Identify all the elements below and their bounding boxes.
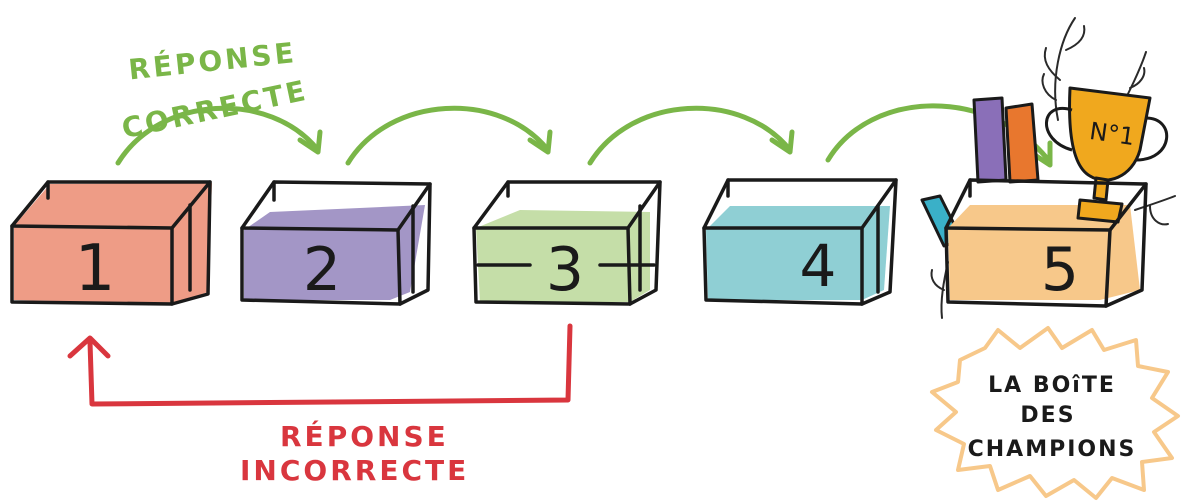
champions-line2: DES bbox=[1020, 403, 1075, 428]
book-orange bbox=[1006, 104, 1038, 182]
box-5-number: 5 bbox=[1041, 235, 1079, 305]
incorrect-label-line1: RÉPONSE bbox=[280, 419, 449, 453]
champions-line1: LA BOîTE bbox=[988, 373, 1116, 398]
box-1-number: 1 bbox=[75, 232, 116, 306]
arrow-2-to-3 bbox=[348, 108, 548, 163]
incorrect-label: RÉPONSE INCORRECTE bbox=[240, 419, 469, 487]
box-3: 3 bbox=[474, 182, 660, 305]
box-4-number: 4 bbox=[800, 232, 837, 300]
trophy bbox=[1046, 88, 1166, 222]
box-2-number: 2 bbox=[303, 235, 341, 305]
correct-label: RÉPONSE CORRECTE bbox=[119, 35, 311, 145]
book-purple bbox=[974, 98, 1006, 182]
box-5: N°1 5 bbox=[922, 18, 1175, 318]
champions-line3: CHAMPIONS bbox=[968, 437, 1137, 462]
arrow-3-to-4 bbox=[590, 108, 790, 163]
incorrect-label-line2: INCORRECTE bbox=[240, 454, 469, 487]
box-3-number: 3 bbox=[546, 235, 584, 305]
box-4: 4 bbox=[704, 180, 896, 304]
correct-label-line1: RÉPONSE bbox=[127, 35, 298, 86]
box-1: 1 bbox=[12, 182, 212, 306]
box-2: 2 bbox=[242, 182, 430, 305]
champions-badge: LA BOîTE DES CHAMPIONS bbox=[932, 328, 1178, 498]
incorrect-arrow bbox=[70, 326, 570, 404]
